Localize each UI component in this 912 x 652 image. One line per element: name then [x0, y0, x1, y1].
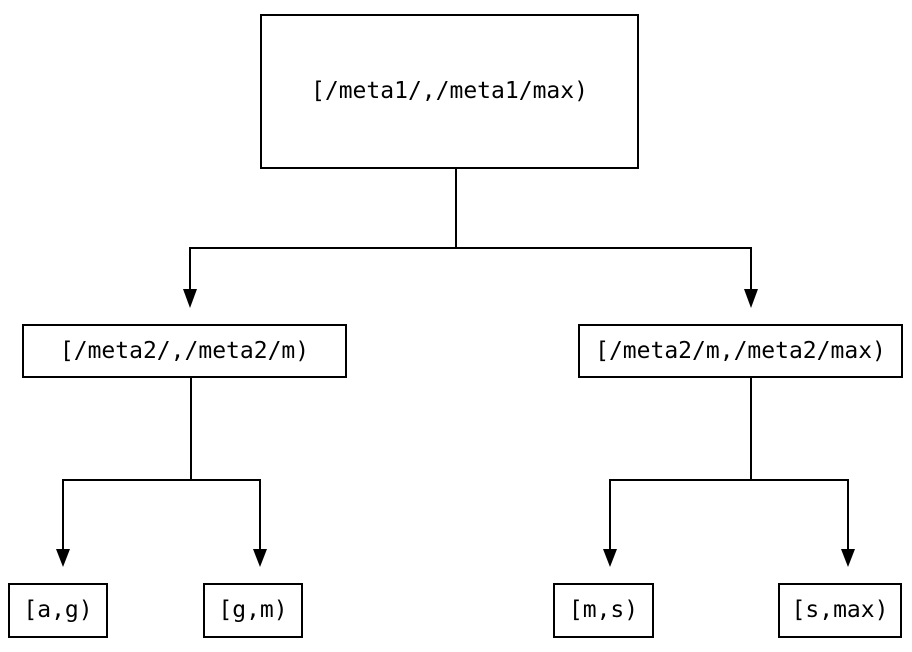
arrowhead-to-left-node — [183, 289, 197, 308]
node-leaf-ag: [a,g) — [8, 583, 108, 638]
node-leaf-ag-label: [a,g) — [23, 597, 93, 623]
node-leaf-smax: [s,max) — [778, 583, 902, 638]
node-leaf-gm-label: [g,m) — [218, 597, 288, 623]
arrowhead-to-leaf-ag — [56, 549, 70, 567]
arrowhead-to-right-node — [744, 289, 758, 308]
edge-right-children — [603, 378, 855, 567]
arrowhead-to-leaf-ms — [603, 549, 617, 567]
edge-left-children — [56, 378, 267, 567]
node-root-label: [/meta1/,/meta1/max) — [311, 78, 588, 104]
node-left: [/meta2/,/meta2/m) — [22, 324, 347, 378]
arrowhead-to-leaf-gm — [253, 549, 267, 567]
node-left-label: [/meta2/,/meta2/m) — [59, 337, 310, 364]
node-right: [/meta2/m,/meta2/max) — [578, 324, 903, 378]
node-right-label: [/meta2/m,/meta2/max) — [595, 337, 886, 364]
node-root: [/meta1/,/meta1/max) — [260, 14, 639, 169]
node-leaf-ms-label: [m,s) — [568, 597, 639, 623]
node-leaf-smax-label: [s,max) — [791, 597, 889, 623]
node-leaf-gm: [g,m) — [203, 583, 303, 638]
edge-root-children — [183, 169, 758, 308]
arrowhead-to-leaf-smax — [841, 549, 855, 567]
node-leaf-ms: [m,s) — [553, 583, 654, 638]
